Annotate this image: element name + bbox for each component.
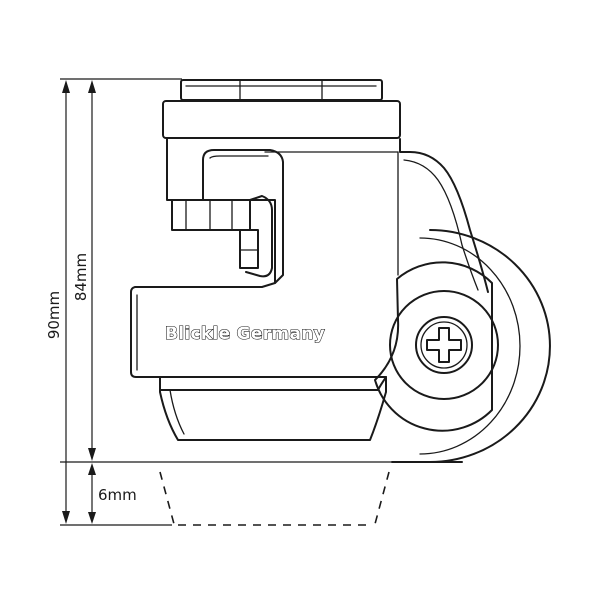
dimension-90mm: 90mm bbox=[45, 80, 70, 524]
arrow-up-icon bbox=[62, 80, 70, 93]
arrow-down-icon bbox=[88, 512, 96, 524]
brand-label: Blickle Germany bbox=[165, 324, 325, 344]
arrow-up-icon bbox=[88, 463, 96, 475]
axle-nut bbox=[415, 316, 473, 374]
arrow-up-icon bbox=[88, 80, 96, 93]
dimension-extension-lines bbox=[60, 78, 395, 526]
phillips-screw-icon bbox=[426, 327, 462, 363]
dimension-6mm: 6mm bbox=[88, 463, 137, 524]
hub-outer-ring bbox=[389, 290, 499, 400]
wheel-rim bbox=[419, 237, 521, 455]
arrow-down-icon bbox=[88, 448, 96, 461]
foot-pad bbox=[159, 377, 387, 441]
dimension-84mm: 84mm bbox=[72, 80, 96, 461]
axle-housing bbox=[374, 261, 499, 432]
wheel bbox=[391, 229, 551, 463]
dimension-84-label: 84mm bbox=[72, 253, 90, 301]
axle-nut-inner bbox=[420, 321, 468, 369]
arrow-down-icon bbox=[62, 511, 70, 524]
extended-foot-outline bbox=[159, 471, 390, 526]
inner-bracket bbox=[202, 149, 284, 284]
lower-body: Blickle Germany bbox=[136, 294, 387, 391]
mounting-plate bbox=[162, 79, 401, 139]
adjusting-lever bbox=[171, 195, 273, 278]
dimension-6-label: 6mm bbox=[98, 486, 137, 504]
dimension-90-label: 90mm bbox=[45, 291, 63, 339]
wheel-tread bbox=[429, 229, 551, 463]
